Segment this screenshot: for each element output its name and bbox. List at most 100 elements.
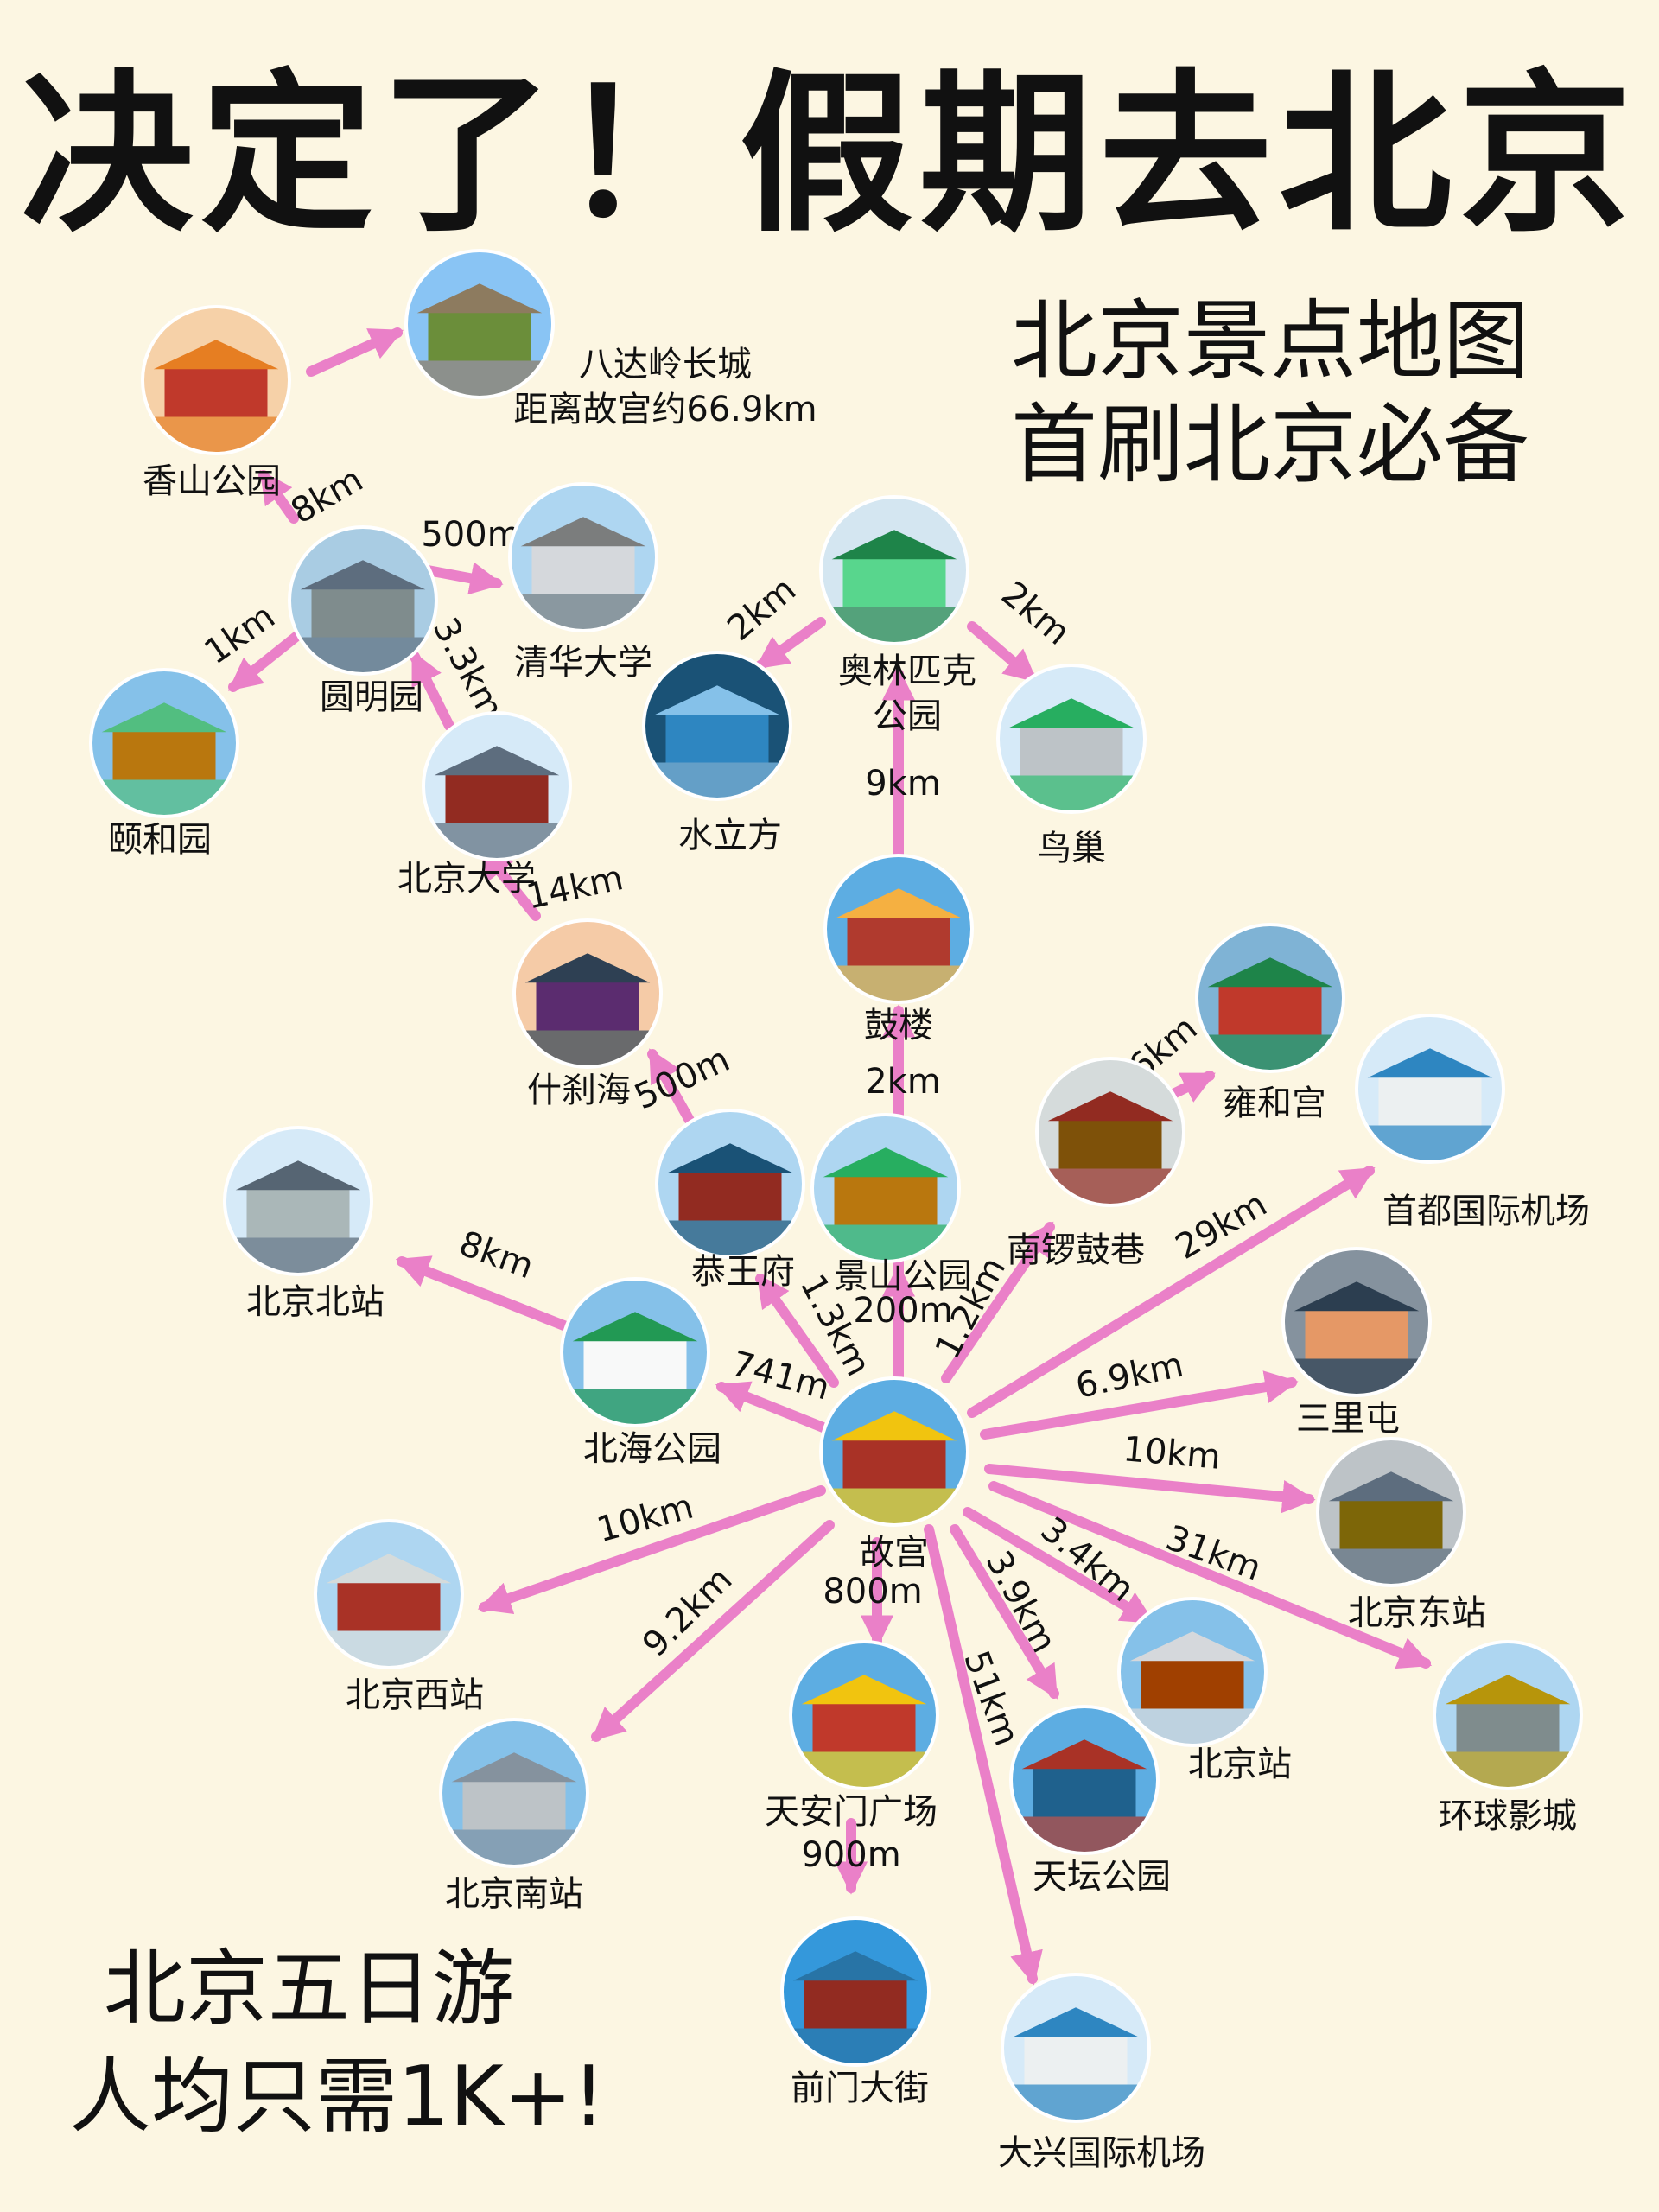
spot-label-olympic: 奥林匹克 xyxy=(838,652,976,691)
spot-label-yuanmingyuan: 圆明园 xyxy=(320,677,423,717)
spot-label-yonghegong: 雍和宫 xyxy=(1223,1084,1326,1123)
spot-gugong: 故宫 xyxy=(819,1376,969,1573)
distance-label-olympic-to-niaochao: 2km xyxy=(994,574,1077,653)
spot-photo-universal xyxy=(1434,1642,1581,1789)
route-arrow-olympic-to-niaochao xyxy=(967,621,1038,683)
spot-capital_airport: 首都国际机场 xyxy=(1355,1014,1590,1231)
spot-label-xiangshan: 香山公园 xyxy=(143,461,281,501)
spot-label-shuilifang: 水立方 xyxy=(678,816,782,855)
distance-label-gulou-to-olympic: 9km xyxy=(865,764,941,804)
spot-label-sanlitun: 三里屯 xyxy=(1296,1399,1400,1439)
route-arrow-olympic-to-shuilifang xyxy=(754,617,826,671)
spot-photo-pku xyxy=(423,713,570,860)
spot-photo-yuanmingyuan xyxy=(289,527,436,674)
spot-photo-shuilifang xyxy=(644,652,791,799)
distance-label-tiananmen-to-qianmen: 900m xyxy=(801,1835,900,1875)
spot-label-beijing_south: 北京南站 xyxy=(445,1874,583,1914)
spot-yiheyuan: 颐和园 xyxy=(89,668,239,860)
spot-label-tiananmen: 天安门广场 xyxy=(765,1792,938,1832)
spot-beijing_west: 北京西站 xyxy=(314,1519,484,1715)
spot-label-beijing_station: 北京站 xyxy=(1188,1745,1292,1784)
route-arrow-gugong-to-capital_airport xyxy=(967,1166,1376,1418)
distance-label-jingshan-to-gulou: 2km xyxy=(865,1062,941,1102)
spot-photo-yiheyuan xyxy=(91,670,238,817)
distance-label-gugong-to-beijing_east: 10km xyxy=(1122,1429,1223,1478)
route-arrow-gugong-to-universal xyxy=(988,1481,1433,1669)
spot-photo-badaling xyxy=(406,251,553,397)
distance-label-beihai-to-beijing_north: 8km xyxy=(454,1224,538,1287)
subtitle-line-1: 北京景点地图 xyxy=(1011,290,1529,391)
spot-jingshan: 景山公园 xyxy=(810,1113,972,1296)
route-arrow-gongwangfu-to-shichahai xyxy=(647,1048,696,1128)
route-arrow-gugong-to-beijing_south xyxy=(591,1520,835,1742)
spot-photo-gongwangfu xyxy=(657,1110,804,1257)
spot-label-yiheyuan: 颐和园 xyxy=(108,820,212,860)
spot-beijing_north: 北京北站 xyxy=(223,1126,385,1322)
route-arrow-gugong-to-daxing_airport xyxy=(924,1524,1043,1986)
distance-label-gugong-to-sanlitun: 6.9km xyxy=(1072,1345,1187,1407)
spot-label-beihai: 北海公园 xyxy=(583,1429,721,1469)
spot-nanluoguxiang: 南锣鼓巷 xyxy=(1007,1057,1185,1270)
route-arrow-beihai-to-beijing_north xyxy=(395,1255,571,1332)
spot-qianmen: 前门大街 xyxy=(780,1916,931,2108)
spot-label-beijing_west: 北京西站 xyxy=(346,1675,484,1715)
distance-label-gugong-to-tiananmen: 800m xyxy=(823,1572,922,1611)
spot-shichahai: 什刹海 xyxy=(512,918,663,1110)
spot-photo-sanlitun xyxy=(1283,1249,1430,1395)
spot-xiangshan: 香山公园 xyxy=(141,305,291,501)
spot-yonghegong: 雍和宫 xyxy=(1195,923,1345,1123)
poster-title: 决定了！假期去北京 xyxy=(20,54,1638,256)
spot-label-beijing_east: 北京东站 xyxy=(1348,1593,1486,1633)
spot-photo-nanluoguxiang xyxy=(1037,1058,1184,1205)
spot-tiantan: 天坛公园 xyxy=(1009,1705,1171,1897)
spot-label-beijing_north: 北京北站 xyxy=(246,1282,385,1322)
tagline-line-1: 北京五日游 xyxy=(104,1942,515,2037)
spot-tiananmen: 天安门广场 xyxy=(765,1640,939,1832)
route-arrow-gugong-to-nanluoguxiang xyxy=(941,1221,1055,1383)
distance-label-olympic-to-shuilifang: 2km xyxy=(720,569,804,649)
spot-photo-xiangshan xyxy=(143,307,289,454)
route-arrow-shichahai-to-pku xyxy=(479,846,541,921)
spot-label-universal: 环球影城 xyxy=(1439,1796,1577,1836)
route-arrow-xiangshan-to-badaling xyxy=(306,327,404,377)
spot-gulou: 鼓楼 xyxy=(823,854,974,1046)
spot-label-gugong: 故宫 xyxy=(860,1533,929,1573)
spot-label-gongwangfu: 恭王府 xyxy=(691,1252,795,1292)
spot-niaochao: 鸟巢 xyxy=(996,664,1147,868)
spot-photo-beijing_station xyxy=(1119,1599,1266,1745)
spot-label-shichahai: 什刹海 xyxy=(527,1071,631,1110)
spot-beihai: 北海公园 xyxy=(560,1277,721,1469)
spot-label-pku: 北京大学 xyxy=(397,859,536,899)
spot-universal: 环球影城 xyxy=(1433,1640,1583,1836)
route-arrow-gugong-to-beijing_east xyxy=(984,1464,1316,1514)
distance-label-yuanmingyuan-to-xiangshan: 8km xyxy=(284,460,370,532)
spot-label-qianmen: 前门大街 xyxy=(791,2069,929,2108)
route-arrow-gugong-to-tiantan xyxy=(950,1524,1059,1700)
spot-photo-beihai xyxy=(562,1279,709,1426)
route-arrow-gugong-to-gongwangfu xyxy=(755,1273,839,1388)
distance-label-shichahai-to-pku: 14km xyxy=(523,858,626,917)
spot-beijing_station: 北京站 xyxy=(1117,1597,1292,1784)
spot-label-badaling: 八达岭长城 xyxy=(579,345,752,385)
route-arrow-gugong-to-beihai xyxy=(715,1381,835,1435)
distance-label-gugong-to-jingshan: 200m xyxy=(853,1291,952,1331)
spot-pku: 北京大学 xyxy=(397,711,572,899)
spot-shuilifang: 水立方 xyxy=(642,651,792,855)
spot-beijing_south: 北京南站 xyxy=(439,1718,589,1914)
spot-photo-daxing_airport xyxy=(1002,1974,1149,2121)
spot-label-tiantan: 天坛公园 xyxy=(1033,1857,1171,1897)
spot-sanlitun: 三里屯 xyxy=(1281,1247,1432,1439)
tagline-line-2: 人均只需1K+! xyxy=(69,2050,606,2145)
route-arrow-yuanmingyuan-to-yiheyuan xyxy=(228,630,303,692)
spot-daxing_airport: 大兴国际机场 xyxy=(998,1973,1205,2173)
subtitle-line-2: 首刷北京必备 xyxy=(1011,394,1529,495)
spot-label-jingshan: 景山公园 xyxy=(834,1256,972,1296)
route-arrow-gugong-to-beijing_west xyxy=(477,1485,826,1615)
spot-label-nanluoguxiang: 南锣鼓巷 xyxy=(1007,1230,1145,1270)
spot-yuanmingyuan: 圆明园 xyxy=(288,525,438,717)
spot-tsinghua: 清华大学 xyxy=(508,482,658,683)
